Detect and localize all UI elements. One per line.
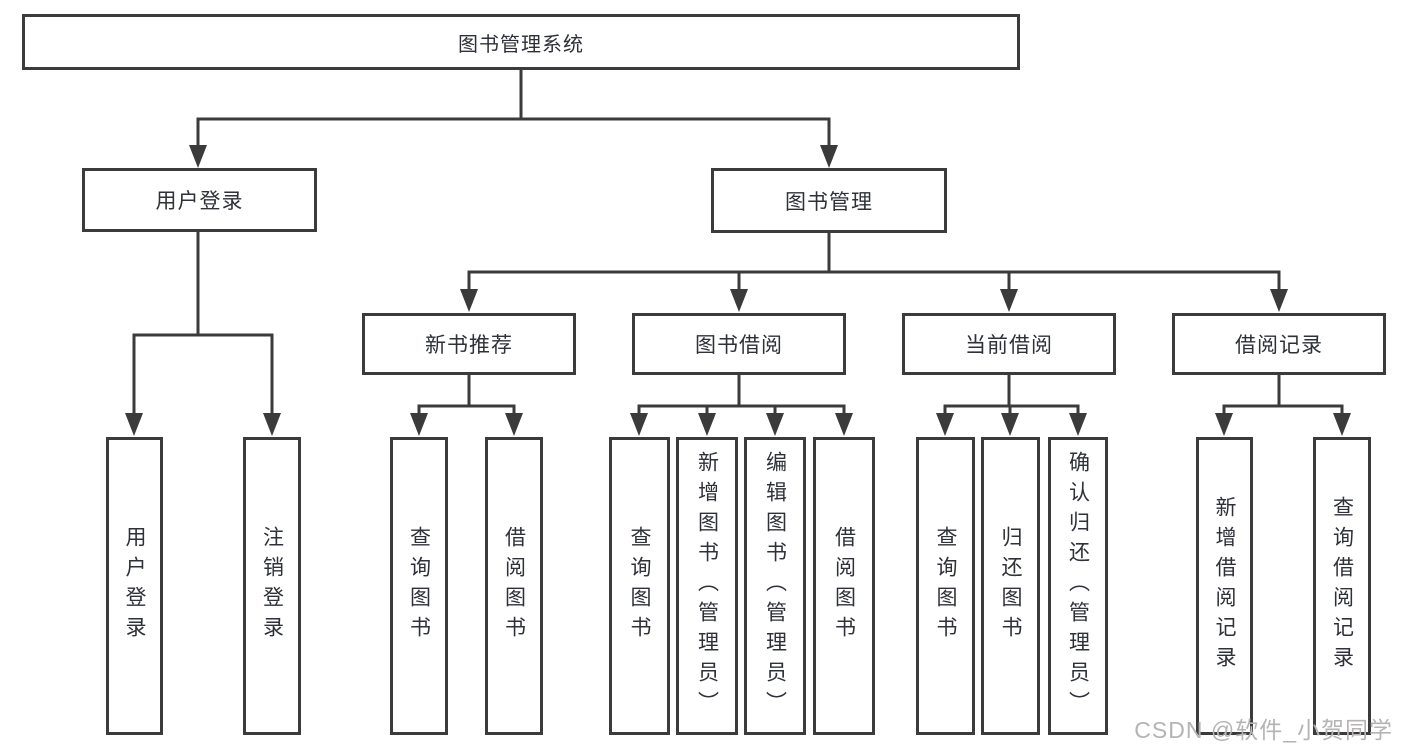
- node-label: 查询图书: [407, 526, 431, 646]
- node-borrow-records: 借阅记录: [1172, 313, 1386, 375]
- node-book-management: 图书管理: [711, 168, 947, 233]
- leaf-return-books: 归还图书: [981, 437, 1040, 735]
- node-label: 新增图书（管理员）: [695, 451, 719, 721]
- node-label: 图书管理系统: [458, 33, 584, 56]
- node-label: 图书借阅: [695, 334, 783, 357]
- node-library-system: 图书管理系统: [22, 14, 1020, 70]
- leaf-logout: 注销登录: [243, 437, 301, 735]
- node-label: 用户登录: [123, 526, 146, 646]
- arrowhead-icons: [125, 145, 1351, 436]
- node-label: 查询图书: [934, 526, 957, 646]
- leaf-query-borrow-record: 查询借阅记录: [1313, 437, 1371, 735]
- leaf-add-borrow-record: 新增借阅记录: [1196, 437, 1253, 735]
- node-label: 借阅图书: [502, 526, 526, 646]
- leaf-edit-books-admin: 编辑图书（管理员）: [744, 437, 806, 735]
- node-book-borrow: 图书借阅: [632, 313, 846, 375]
- node-new-book-recommend: 新书推荐: [362, 313, 576, 375]
- node-label: 新书推荐: [425, 334, 513, 357]
- node-label: 用户登录: [155, 190, 244, 213]
- node-current-borrow: 当前借阅: [902, 313, 1116, 375]
- csdn-watermark: CSDN @软件_小贺同学: [1134, 717, 1393, 743]
- node-label: 编辑图书（管理员）: [763, 451, 787, 721]
- node-label: 确认归还（管理员）: [1066, 451, 1090, 721]
- node-label: 当前借阅: [965, 334, 1053, 357]
- node-label: 借阅记录: [1235, 334, 1323, 357]
- node-user-login: 用户登录: [82, 168, 317, 232]
- leaf-query-books-current: 查询图书: [916, 437, 975, 735]
- node-label: 归还图书: [999, 526, 1022, 646]
- leaf-user-login: 用户登录: [106, 437, 163, 735]
- leaf-query-books: 查询图书: [609, 437, 670, 735]
- leaf-add-books-admin: 新增图书（管理员）: [676, 437, 738, 735]
- leaf-borrow-books: 借阅图书: [813, 437, 875, 735]
- leaf-confirm-return-admin: 确认归还（管理员）: [1048, 437, 1108, 735]
- node-label: 查询图书: [628, 526, 651, 646]
- node-label: 注销登录: [260, 526, 284, 646]
- leaf-query-books-recommend: 查询图书: [390, 437, 448, 735]
- node-label: 图书管理: [785, 190, 873, 214]
- node-label: 借阅图书: [832, 526, 856, 646]
- node-label: 新增借阅记录: [1213, 496, 1236, 676]
- leaf-borrow-books-recommend: 借阅图书: [485, 437, 543, 735]
- node-label: 查询借阅记录: [1330, 496, 1354, 676]
